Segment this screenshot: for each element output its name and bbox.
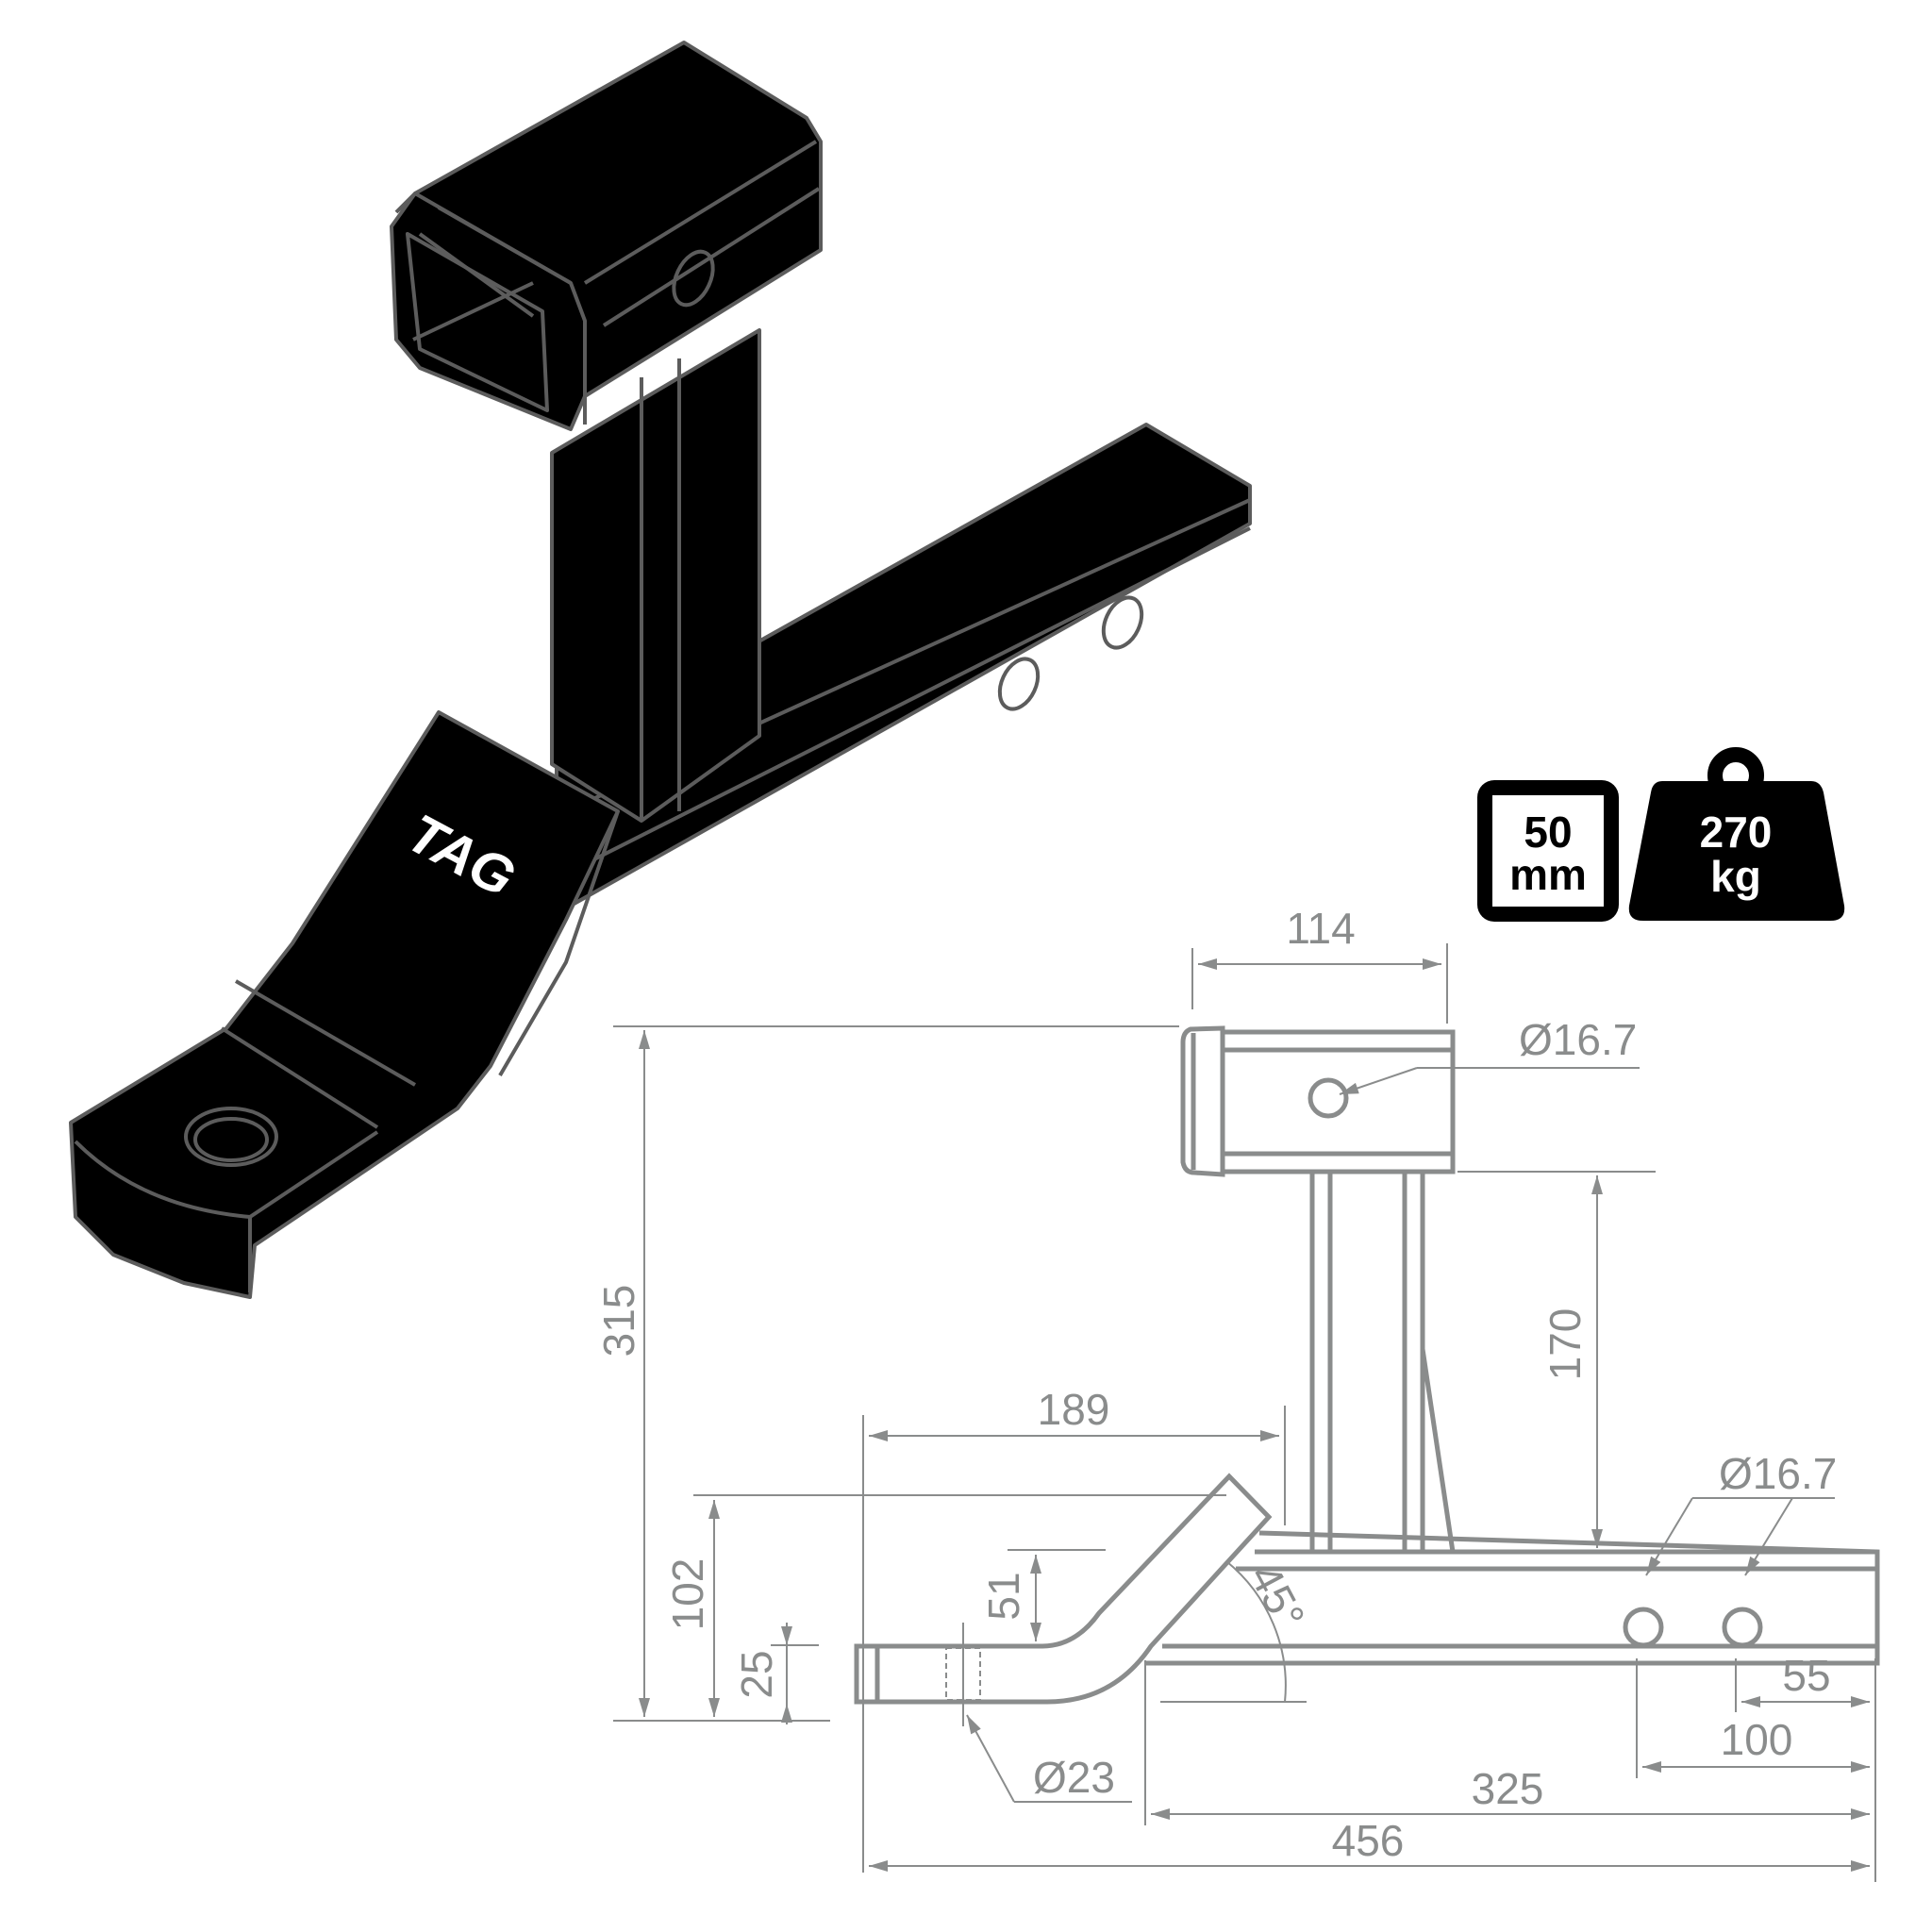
isometric-hitch-render [69, 41, 1252, 1299]
dim-tongue-rise: 102 [663, 1558, 712, 1631]
dim-total-height: 315 [594, 1285, 643, 1357]
dim-bend-rise: 51 [979, 1572, 1028, 1620]
dim-receiver-pin-hole: Ø16.7 [1519, 1015, 1637, 1064]
dim-tongue-thickness: 25 [732, 1650, 781, 1698]
dim-drop-length: 189 [1038, 1385, 1110, 1434]
capacity-badge-value: 270 [1700, 808, 1773, 857]
capacity-badge-unit: kg [1710, 852, 1761, 901]
dim-overall-length: 456 [1332, 1816, 1405, 1865]
size-badge-unit: mm [1509, 850, 1587, 899]
dim-receiver-length: 114 [1286, 904, 1355, 953]
dimension-labels: 114 Ø16.7 315 170 189 102 51 25 45° Ø23 … [594, 904, 1837, 1865]
dim-bar-pin-holes: Ø16.7 [1719, 1449, 1837, 1498]
dim-ball-hole: Ø23 [1033, 1753, 1115, 1802]
dim-post-height: 170 [1541, 1308, 1590, 1381]
side-elevation-drawing [613, 943, 1880, 1882]
dim-bar-length: 325 [1472, 1764, 1544, 1813]
weight-icon: 270 kg [1628, 747, 1845, 921]
size-badge-value: 50 [1524, 808, 1572, 857]
dim-hole-offset-100: 100 [1721, 1715, 1793, 1764]
size-badge: 50 mm [1477, 780, 1619, 922]
dim-hole-offset-55: 55 [1782, 1651, 1830, 1700]
